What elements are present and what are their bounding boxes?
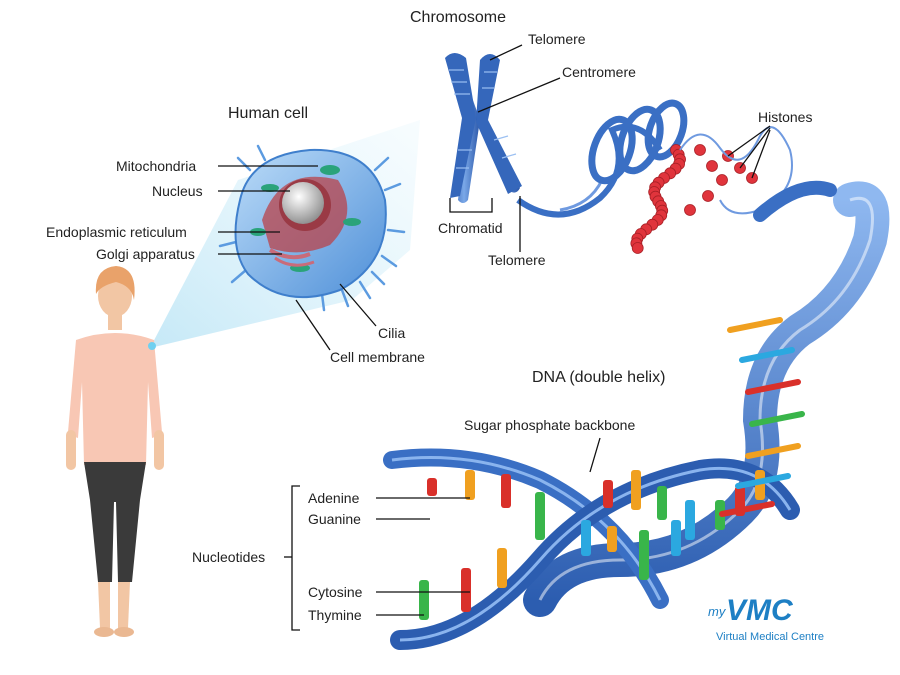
label-golgi-apparatus: Golgi apparatus	[96, 246, 195, 262]
base-pair	[501, 474, 511, 508]
vmc-logo: my VMC Virtual Medical Centre	[708, 594, 824, 643]
base-pair	[461, 568, 471, 612]
base-pair	[419, 580, 429, 620]
base-pair	[671, 520, 681, 556]
base-pair	[603, 480, 613, 508]
label-guanine: Guanine	[308, 511, 361, 527]
base-pair	[535, 492, 545, 540]
base-pair	[607, 526, 617, 552]
histone-bead	[694, 144, 706, 156]
label-human-cell: Human cell	[228, 105, 308, 122]
ribbon-rung	[739, 347, 795, 363]
label-nucleus: Nucleus	[152, 183, 203, 199]
label-cilia: Cilia	[378, 325, 405, 341]
label-endoplasmic-reticulum: Endoplasmic reticulum	[46, 224, 187, 240]
label-centromere: Centromere	[562, 64, 636, 80]
ribbon-rung	[727, 317, 783, 333]
label-cell-membrane: Cell membrane	[330, 349, 425, 365]
histone-bead	[702, 190, 714, 202]
leader-lines	[218, 44, 771, 631]
label-adenine: Adenine	[308, 490, 360, 506]
logo-vmc: VMC	[726, 594, 794, 627]
base-pair	[685, 500, 695, 540]
label-dna-title: DNA (double helix)	[532, 369, 665, 386]
label-telomere-top: Telomere	[528, 31, 586, 47]
base-pair	[427, 478, 437, 496]
histone-bead	[706, 160, 718, 172]
histone-beads	[630, 144, 758, 254]
label-thymine: Thymine	[308, 607, 362, 623]
label-nucleotides: Nucleotides	[192, 549, 265, 565]
ribbon-rung	[745, 379, 801, 395]
label-mitochondria: Mitochondria	[116, 158, 196, 174]
base-pair	[465, 470, 475, 500]
label-sugar-phosphate-backbone: Sugar phosphate backbone	[464, 417, 635, 433]
histone-bead	[684, 204, 696, 216]
base-pair	[657, 486, 667, 520]
human-cell	[218, 144, 406, 312]
label-chromosome: Chromosome	[410, 9, 506, 26]
base-pairs	[419, 317, 805, 620]
ribbon-rung	[749, 411, 805, 427]
label-cytosine: Cytosine	[308, 584, 363, 600]
histone-bead	[716, 174, 728, 186]
label-telomere-bottom: Telomere	[488, 252, 546, 268]
base-pair	[639, 530, 649, 580]
label-chromatid: Chromatid	[438, 220, 503, 236]
logo-subtitle: Virtual Medical Centre	[716, 631, 824, 643]
human-figure	[66, 266, 164, 637]
base-pair	[581, 520, 591, 556]
chromatin-coil	[588, 99, 688, 185]
base-pair	[755, 470, 765, 500]
base-pair	[631, 470, 641, 510]
ribbon-rung	[745, 443, 801, 459]
logo-my: my	[708, 604, 727, 619]
ribbon-rung	[719, 501, 775, 517]
histone-bead	[631, 242, 644, 254]
double-helix	[383, 317, 805, 650]
ribbon-rung	[735, 473, 791, 489]
base-pair	[497, 548, 507, 588]
label-histones: Histones	[758, 109, 812, 125]
